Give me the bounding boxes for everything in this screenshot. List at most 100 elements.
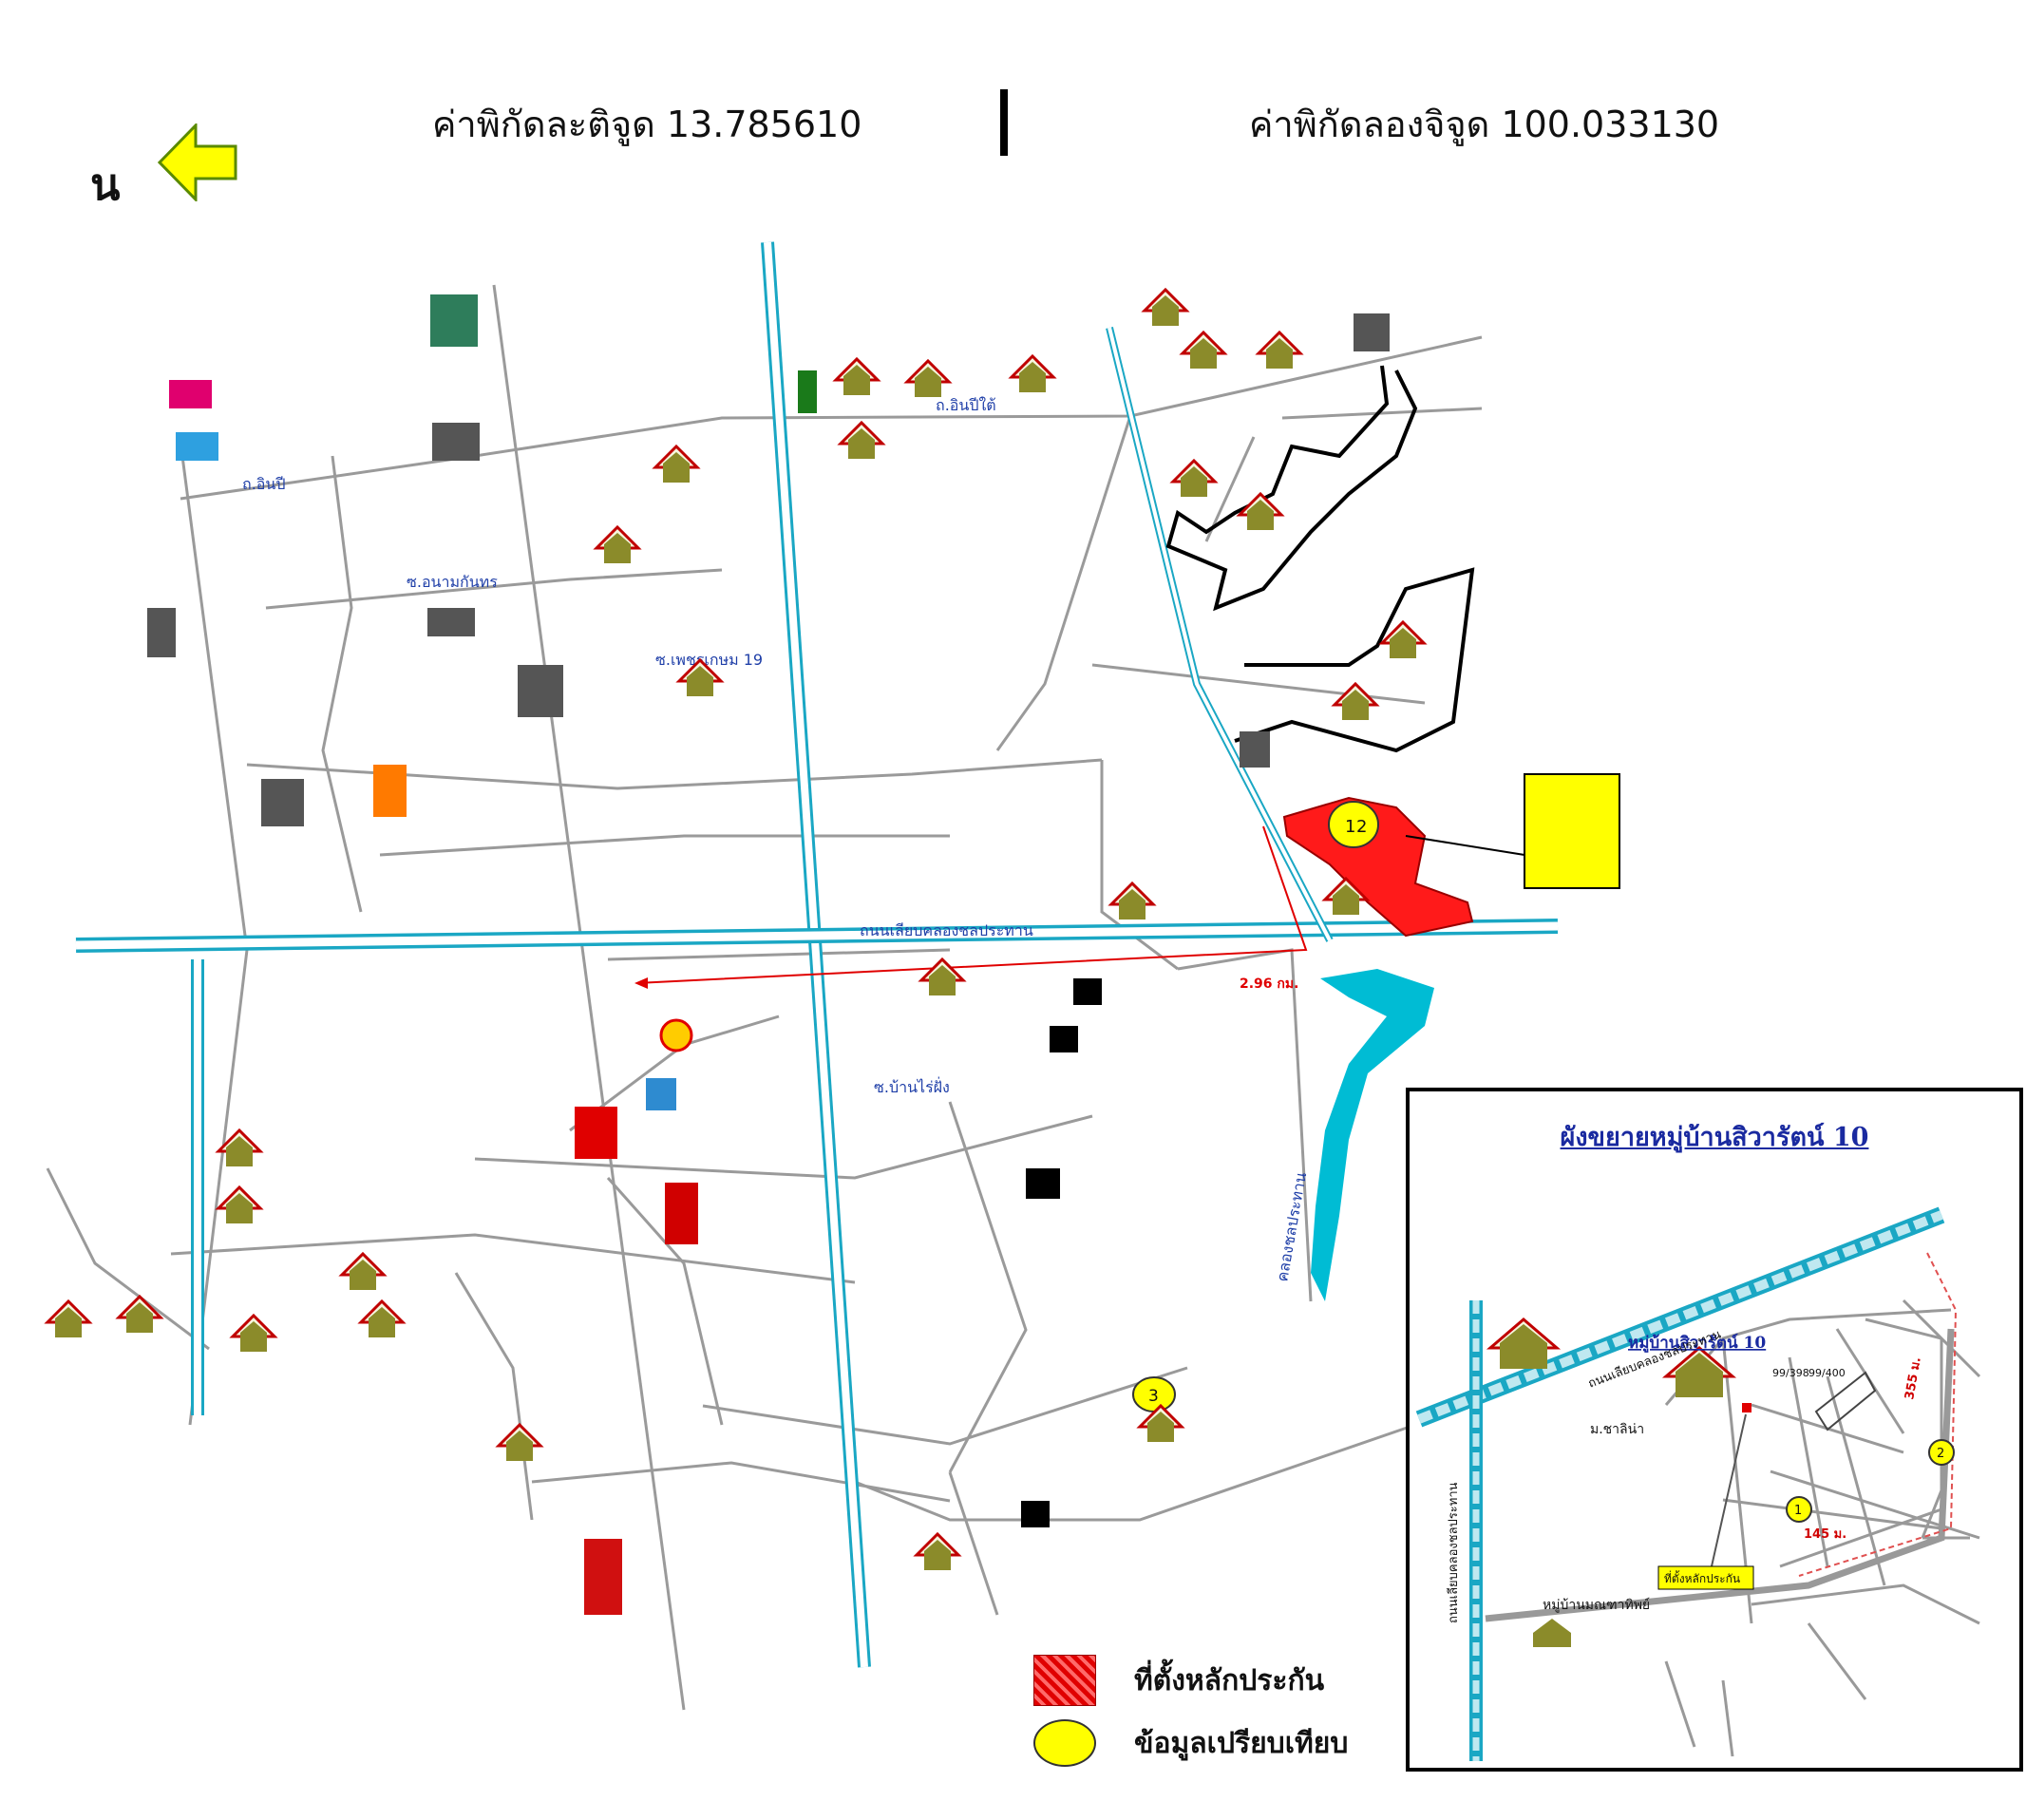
road-network xyxy=(46,284,1483,1711)
village-icon xyxy=(1108,881,1157,919)
village-icon xyxy=(1141,287,1190,326)
landmark-logo xyxy=(176,432,218,461)
building-icon xyxy=(261,779,304,826)
village-icon xyxy=(1321,876,1371,915)
road-label-canal-road: ถนนเลียบคลองชลประทาน xyxy=(860,921,1033,939)
legend-collateral-label: ที่ตั้งหลักประกัน xyxy=(1134,1663,1325,1697)
landmark-logo xyxy=(575,1107,617,1159)
inset-marker-1: 1 xyxy=(1786,1496,1812,1523)
village-icon xyxy=(115,1294,164,1333)
building-icon xyxy=(1073,978,1102,1005)
legend-collateral: ที่ตั้งหลักประกัน xyxy=(1033,1655,1324,1706)
inset-nearby-village: ม.ชาลิน่า xyxy=(1590,1422,1644,1437)
village-icon xyxy=(44,1299,93,1337)
road-label-khlong: คลองชลประทาน xyxy=(1273,1171,1310,1283)
inset-village-icon xyxy=(1486,1318,1562,1369)
building-icon xyxy=(432,423,480,461)
village-icon xyxy=(593,524,642,563)
header-separator xyxy=(1000,89,1008,156)
longitude-label: ค่าพิกัดลองจิจูด 100.033130 xyxy=(1249,104,1720,145)
village-icon xyxy=(918,957,967,995)
village-icon xyxy=(1008,353,1057,392)
building-icon xyxy=(147,608,176,657)
inset-collateral-tag: ที่ตั้งหลักประกัน xyxy=(1664,1570,1740,1585)
inset-village-icon xyxy=(1533,1619,1571,1647)
village-icon xyxy=(338,1251,388,1290)
inset-main-road xyxy=(1485,1328,1955,1622)
landmark-logo xyxy=(798,370,817,413)
building-icon xyxy=(1026,1168,1060,1199)
building-icons xyxy=(147,313,1390,1527)
village-icon xyxy=(913,1531,962,1570)
village-icon xyxy=(215,1185,264,1223)
road-label-phetkasem-19: ซ.เพชรเกษม 19 xyxy=(655,651,763,669)
canals xyxy=(75,241,1559,1668)
building-icon xyxy=(1021,1501,1050,1527)
landmark-logo xyxy=(584,1539,622,1615)
legend-hatch-swatch xyxy=(1033,1655,1096,1706)
inset-distance-path xyxy=(1798,1252,1958,1577)
inset-village-icon xyxy=(1661,1346,1737,1397)
area-boundaries xyxy=(1165,365,1475,753)
north-arrow-icon xyxy=(158,123,237,201)
building-icon xyxy=(518,665,563,717)
north-letter: น xyxy=(90,159,121,210)
svg-text:1: 1 xyxy=(1794,1504,1802,1518)
village-icon xyxy=(495,1422,544,1461)
landmark-logo xyxy=(169,380,212,408)
building-icon xyxy=(1354,313,1390,351)
legend-comparison-label: ข้อมูลเปรียบเทียบ xyxy=(1134,1726,1349,1760)
road-label-ban-rai: ซ.บ้านไร่ฝั่ง xyxy=(874,1076,950,1096)
building-icon xyxy=(427,608,475,636)
inset-canvas: ที่ตั้งหลักประกัน 1 2 ม.ชาลิน่า หมู่บ้าน… xyxy=(1415,1206,1981,1761)
village-icons xyxy=(44,287,1428,1570)
svg-text:1: 1 xyxy=(1345,817,1355,837)
legend-circle-swatch xyxy=(1033,1719,1096,1767)
village-icon xyxy=(1236,491,1285,530)
village-icon xyxy=(675,657,725,696)
village-icon xyxy=(832,356,881,395)
landmark-logo xyxy=(659,1018,693,1052)
svg-text:3: 3 xyxy=(1148,1387,1159,1406)
inset-townhouse-block xyxy=(1814,1371,1877,1431)
landmark-logo xyxy=(373,765,407,817)
village-icon xyxy=(357,1299,407,1337)
road-label-anamkan: ซ.อนามกันทร xyxy=(407,573,498,591)
landmark-logo xyxy=(665,1183,698,1244)
landmark-logos xyxy=(169,294,817,1615)
distance-label: 2.96 กม. xyxy=(1240,976,1298,992)
landmark-logo xyxy=(646,1078,676,1110)
road-label-inpi: ถ.อินปี xyxy=(242,475,285,493)
inset-dist-2: 355 ม. xyxy=(1903,1356,1924,1401)
village-icon xyxy=(1169,458,1219,497)
village-icon xyxy=(1136,1403,1185,1442)
callout-leader xyxy=(1405,835,1525,856)
village-icon xyxy=(1331,681,1380,720)
inset-marker-2: 2 xyxy=(1928,1439,1955,1466)
inset-roads xyxy=(1664,1299,1981,1757)
village-icon xyxy=(229,1313,278,1352)
road-label-inpi-tai: ถ.อินปีใต้ xyxy=(936,396,996,414)
landmark-logo xyxy=(430,294,478,347)
inset-plot-a: 99/398 xyxy=(1772,1367,1809,1379)
village-icon xyxy=(1378,619,1428,658)
inset-plot-b: 99/400 xyxy=(1808,1367,1846,1379)
collateral-markers: 1 2 xyxy=(1328,801,1379,848)
building-icon xyxy=(1240,731,1270,768)
village-icon xyxy=(652,444,701,483)
building-icon xyxy=(1050,1026,1078,1052)
latitude-label: ค่าพิกัดละติจูด 13.785610 xyxy=(432,104,862,145)
village-icon xyxy=(215,1128,264,1166)
inset-map: ผังขยายหมู่บ้านสิวารัตน์ 10 xyxy=(1406,1088,2023,1772)
inset-collateral-plot xyxy=(1742,1403,1751,1412)
inset-dist-1: 145 ม. xyxy=(1804,1527,1846,1542)
svg-text:2: 2 xyxy=(1356,817,1367,837)
village-icon xyxy=(1179,330,1228,369)
inset-village-label: หมู่บ้านสิวารัตน์ 10 xyxy=(1628,1333,1766,1354)
comparison-marker-3: 3 xyxy=(1132,1376,1176,1412)
village-icon xyxy=(1255,330,1304,369)
inset-callout-leader xyxy=(1711,1413,1747,1567)
inset-road-label-2: ถนนเลียบคลองชลประทาน xyxy=(1446,1482,1461,1623)
inset-title: ผังขยายหมู่บ้านสิวารัตน์ 10 xyxy=(1560,1123,1869,1152)
inset-collateral-tag-box xyxy=(1657,1565,1754,1590)
